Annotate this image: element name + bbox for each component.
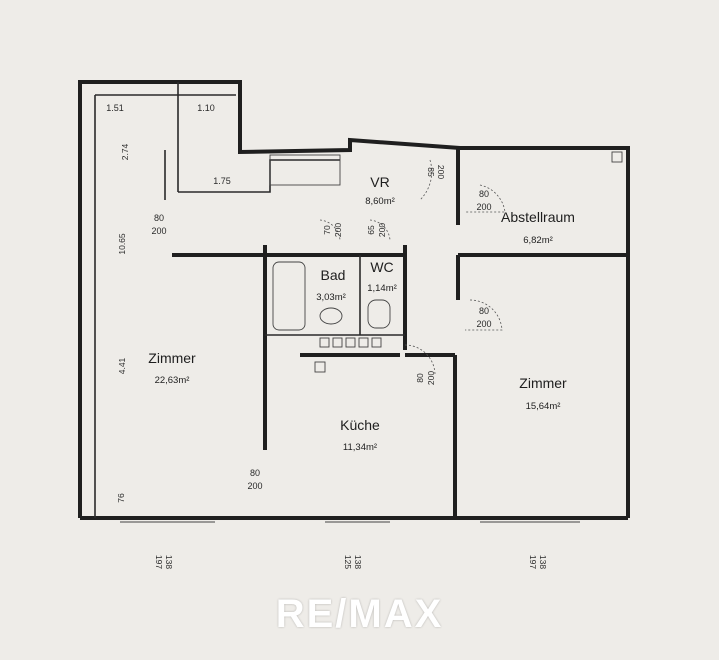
room-name-zimmer-right: Zimmer [519, 375, 567, 391]
room-name-wc: WC [370, 259, 393, 275]
window-2-height: 138 [353, 555, 363, 569]
dim-110: 1.10 [197, 103, 215, 113]
door-swings [319, 159, 506, 376]
door-abst-height: 200 [476, 202, 491, 212]
door-wc-height: 200 [377, 223, 387, 237]
room-name-zimmer-left: Zimmer [148, 350, 196, 366]
window-2-width: 125 [343, 555, 353, 569]
window-3-width: 197 [528, 555, 538, 569]
room-area-wc: 1,14m² [367, 283, 397, 294]
room-name-vr: VR [370, 174, 389, 190]
room-area-zimmer-right: 15,64m² [526, 401, 561, 412]
door-bad-width: 70 [322, 225, 332, 235]
remax-logo: RE/MAX [275, 592, 444, 636]
room-area-kueche: 11,34m² [343, 442, 377, 453]
dim-441: 4.41 [117, 357, 127, 374]
door-bottom-height: 200 [247, 481, 262, 491]
room-name-abstellraum: Abstellraum [501, 209, 575, 225]
door-abst-width: 80 [479, 189, 489, 199]
door-kitchen-width: 80 [415, 373, 425, 383]
walls [78, 80, 630, 523]
room-area-zimmer-left: 22,63m² [155, 375, 190, 386]
room-area-bad: 3,03m² [316, 292, 346, 303]
room-area-abstellraum: 6,82m² [523, 235, 553, 246]
dim-151: 1.51 [106, 103, 124, 113]
door-left-width: 80 [154, 213, 164, 223]
window-1-width: 197 [154, 555, 164, 569]
dim-1065: 10.65 [117, 233, 127, 255]
window-1-height: 138 [164, 555, 174, 569]
room-area-vr: 8,60m² [365, 196, 395, 207]
dim-175: 1.75 [213, 176, 231, 186]
door-bad-height: 200 [333, 223, 343, 237]
room-name-kueche: Küche [340, 417, 380, 433]
dim-76: 76 [116, 493, 126, 503]
door-vr-width: 85 [426, 167, 436, 177]
door-kitchen-height: 200 [426, 371, 436, 385]
room-name-bad: Bad [321, 267, 346, 283]
door-right-height: 200 [476, 319, 491, 329]
door-left-height: 200 [151, 226, 166, 236]
door-wc-width: 65 [366, 225, 376, 235]
door-bottom-width: 80 [250, 468, 260, 478]
door-vr-height: 200 [436, 165, 446, 179]
window-3-height: 138 [538, 555, 548, 569]
dim-274: 2.74 [120, 143, 130, 160]
door-right-width: 80 [479, 306, 489, 316]
